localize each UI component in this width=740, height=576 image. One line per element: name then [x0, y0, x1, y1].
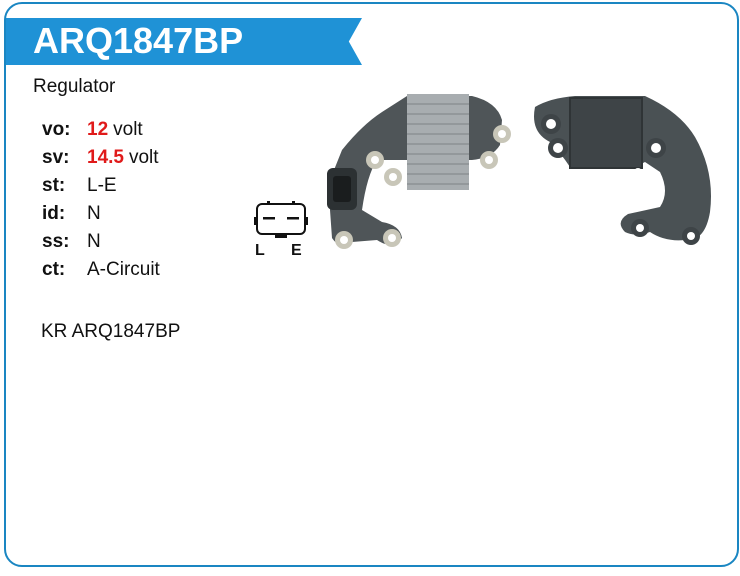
- spec-value: L-E: [87, 175, 117, 196]
- spec-value: N: [87, 231, 101, 252]
- regulator-back-photo: [534, 96, 711, 245]
- spec-unit: volt: [113, 119, 143, 140]
- spec-unit: volt: [128, 147, 159, 168]
- title-ribbon: [6, 18, 362, 65]
- spec-value: 12: [87, 119, 109, 140]
- connector-diagram-icon: L E: [254, 201, 308, 258]
- spec-row-id: id: N: [42, 200, 160, 228]
- spec-row-st: st: L-E: [42, 172, 160, 200]
- spec-key: ct:: [42, 259, 66, 280]
- spec-row-vo: vo: 12 volt: [42, 116, 160, 144]
- spec-value: A-Circuit: [87, 259, 160, 280]
- part-number-title: ARQ1847BP: [33, 20, 244, 61]
- spec-value: N: [87, 203, 101, 224]
- pin-label-l: L: [255, 242, 265, 258]
- spec-key: st:: [42, 175, 66, 196]
- spec-key: vo:: [42, 119, 71, 140]
- cross-reference: KR ARQ1847BP: [41, 321, 181, 342]
- spec-key: id:: [42, 203, 66, 224]
- spec-value: 14.5: [87, 147, 124, 168]
- pin-label-e: E: [291, 242, 302, 258]
- spec-row-sv: sv: 14.5 volt: [42, 144, 160, 172]
- spec-key: ss:: [42, 231, 70, 252]
- spec-key: sv:: [42, 147, 70, 168]
- spec-row-ss: ss: N: [42, 228, 160, 256]
- spec-list: vo: 12 volt sv: 14.5 volt st: L-E id: N …: [42, 116, 160, 284]
- spec-row-ct: ct: A-Circuit: [42, 256, 160, 284]
- regulator-front-photo: [327, 94, 511, 249]
- product-type: Regulator: [33, 76, 116, 97]
